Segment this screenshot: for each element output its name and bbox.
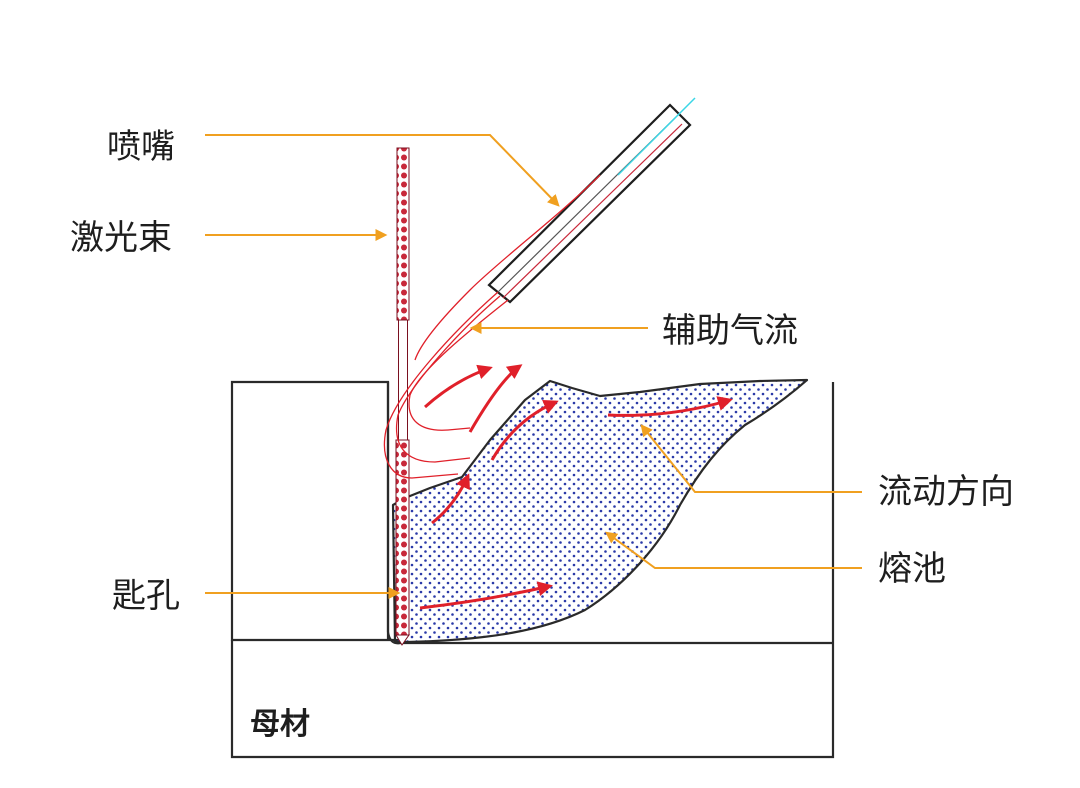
keyhole-wall — [386, 382, 401, 645]
base-metal-label: 母材 — [250, 707, 310, 742]
flow-arrow — [607, 396, 733, 417]
laser-beam — [395, 147, 410, 646]
flow-arrow — [468, 364, 523, 433]
nozzle-label: 喷嘴 — [107, 127, 175, 167]
assist-gas-label: 辅助气流 — [662, 311, 798, 351]
flow-arrow — [431, 473, 470, 525]
flow-direction-leader — [640, 424, 862, 493]
flow-arrow — [490, 399, 559, 461]
keyhole-label: 匙孔 — [112, 576, 180, 616]
flow-direction-label: 流动方向 — [878, 472, 1014, 512]
flow-arrow — [423, 364, 493, 409]
molten-pool-leader — [605, 531, 862, 569]
nozzle — [487, 97, 696, 304]
laser-beam-label: 激光束 — [70, 218, 172, 258]
flow-arrows — [419, 364, 733, 610]
molten-pool-label: 熔池 — [878, 549, 946, 589]
molten-pool — [391, 378, 809, 644]
flow-arrow — [419, 581, 553, 610]
leader-lines — [205, 134, 862, 599]
nozzle-leader — [205, 134, 560, 207]
